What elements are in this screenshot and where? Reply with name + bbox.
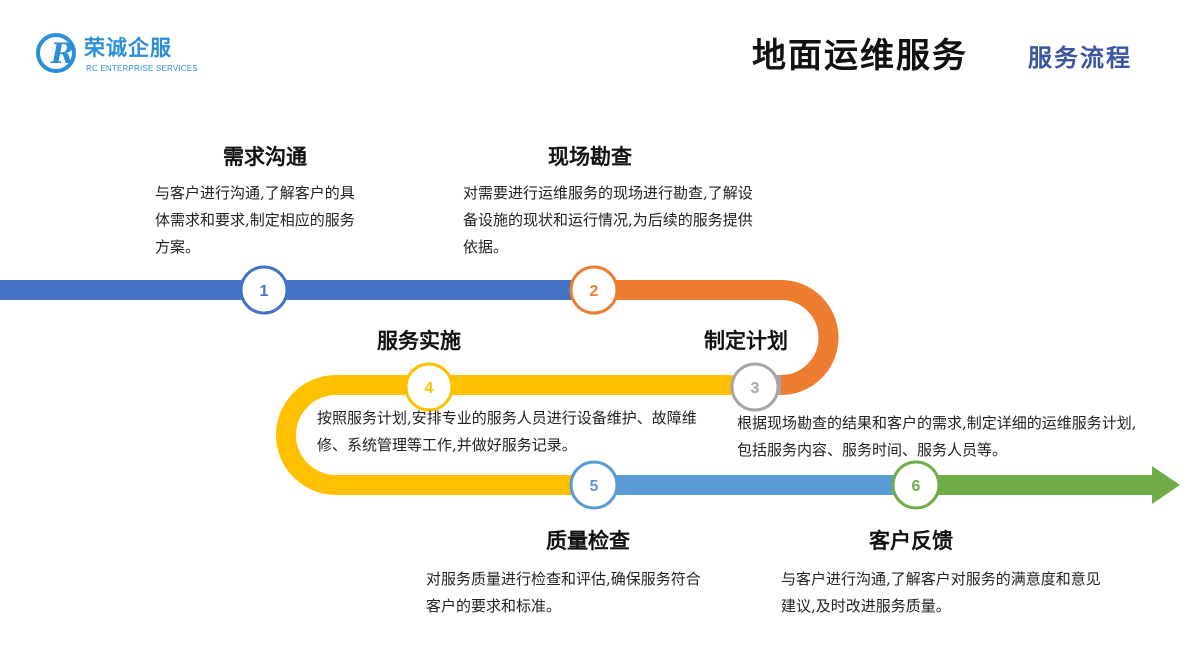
- segment-step-4: [276, 375, 755, 495]
- step-description-1: 与客户进行沟通,了解客户的具体需求和要求,制定相应的服务方案。: [155, 184, 355, 256]
- brand-subtitle: RC ENTERPRISE SERVICES: [86, 64, 198, 73]
- step-marker-4: 4: [404, 362, 454, 412]
- segment-step-2: [594, 280, 839, 395]
- step-description-5: 对服务质量进行检查和评估,确保服务符合客户的要求和标准。: [426, 570, 701, 615]
- step-number-6: 6: [912, 478, 921, 495]
- step-circle-4: [404, 362, 454, 412]
- step-circle-5: [569, 460, 619, 510]
- step-description-6: 与客户进行沟通,了解客户对服务的满意度和意见建议,及时改进服务质量。: [781, 570, 1101, 615]
- step-circle-2: [569, 265, 619, 315]
- step-title-4: 服务实施: [377, 328, 461, 353]
- step-description-4: 按照服务计划,安排专业的服务人员进行设备维护、故障维修、系统管理等工作,并做好服…: [317, 409, 697, 454]
- step-marker-3: 3: [730, 362, 780, 412]
- step-title-6: 客户反馈: [869, 528, 953, 553]
- arrow-head: [1152, 466, 1180, 504]
- step-marker-1: 1: [239, 265, 289, 315]
- step-circle-3: [730, 362, 780, 412]
- step-circle-1: [239, 265, 289, 315]
- step-title-5: 质量检查: [546, 528, 630, 553]
- step-title-1: 需求沟通: [223, 144, 307, 169]
- step-description-3: 根据现场勘查的结果和客户的需求,制定详细的运维服务计划,包括服务内容、服务时间、…: [737, 414, 1137, 459]
- step-title-3: 制定计划: [704, 328, 788, 353]
- step-description-2: 对需要进行运维服务的现场进行勘查,了解设备设施的现状和运行情况,为后续的服务提供…: [463, 184, 753, 256]
- logo-mark: R: [36, 33, 76, 73]
- step-number-3: 3: [751, 380, 760, 397]
- step-number-5: 5: [590, 478, 599, 495]
- step-number-4: 4: [425, 380, 434, 397]
- logo-letter: R: [50, 37, 74, 70]
- brand-logo: R 荣诚企服 RC ENTERPRISE SERVICES: [34, 28, 204, 78]
- step-circle-6: [891, 460, 941, 510]
- step-marker-5: 5: [569, 460, 619, 510]
- page-title: 地面运维服务: [752, 36, 968, 76]
- step-number-1: 1: [260, 283, 269, 300]
- page-subtitle: 服务流程: [1028, 43, 1132, 72]
- step-marker-6: 6: [891, 460, 941, 510]
- brand-name: 荣诚企服: [84, 36, 172, 60]
- step-marker-2: 2: [569, 265, 619, 315]
- step-number-2: 2: [590, 283, 599, 300]
- step-title-2: 现场勘查: [548, 144, 632, 169]
